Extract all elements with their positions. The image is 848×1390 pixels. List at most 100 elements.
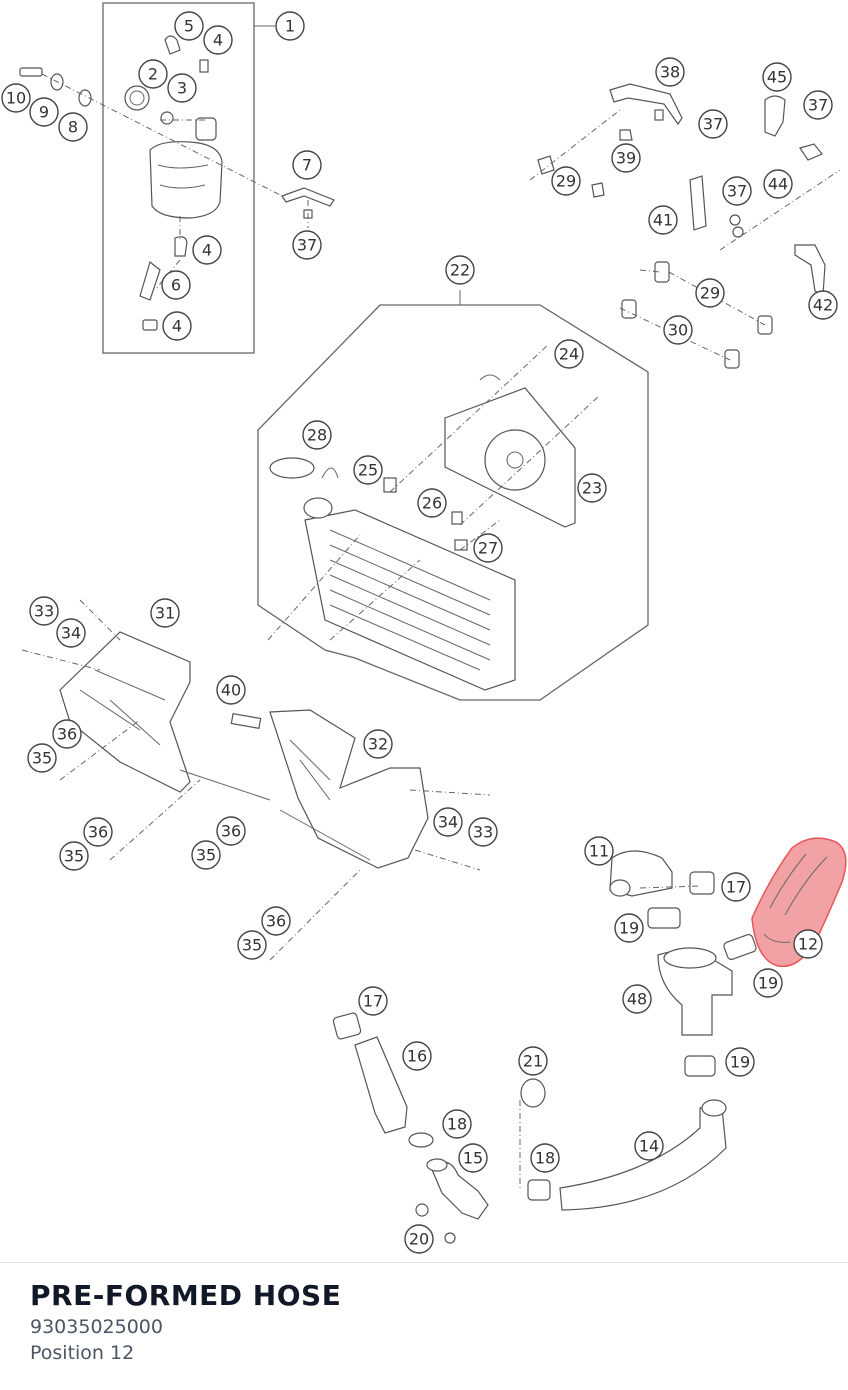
callout[interactable]: 2	[138, 59, 168, 89]
svg-text:34: 34	[61, 624, 81, 643]
callout[interactable]: 19	[753, 968, 783, 998]
callout[interactable]: 33	[29, 596, 59, 626]
callout[interactable]: 37	[803, 90, 833, 120]
svg-text:35: 35	[64, 847, 84, 866]
callout[interactable]: 32	[363, 729, 393, 759]
svg-text:3: 3	[177, 79, 187, 98]
callout[interactable]: 42	[808, 290, 838, 320]
svg-text:20: 20	[409, 1230, 429, 1249]
callout[interactable]: 38	[655, 57, 685, 87]
part-number: 93035025000	[30, 1316, 163, 1338]
part-name: PRE-FORMED HOSE	[30, 1279, 342, 1312]
callout[interactable]: 19	[725, 1047, 755, 1077]
svg-text:37: 37	[297, 236, 317, 255]
svg-text:31: 31	[155, 604, 175, 623]
callout[interactable]: 4	[192, 235, 222, 265]
part-position: Position 12	[30, 1342, 135, 1364]
callout[interactable]: 37	[292, 230, 322, 260]
callout[interactable]: 39	[611, 143, 641, 173]
callout[interactable]: 30	[663, 315, 693, 345]
svg-text:4: 4	[202, 241, 212, 260]
callout[interactable]: 36	[261, 906, 291, 936]
callout[interactable]: 23	[577, 473, 607, 503]
callout-labels: 1 2 3 4 4 4 5 6 7 8 9 10 37 38 45 37 37 …	[1, 11, 838, 1254]
radiator-group	[257, 290, 649, 701]
fasteners-8-9-10	[19, 67, 291, 201]
callout[interactable]: 19	[614, 913, 644, 943]
callout[interactable]: 40	[216, 675, 246, 705]
svg-text:12: 12	[798, 935, 818, 954]
callout[interactable]: 36	[216, 816, 246, 846]
svg-text:1: 1	[285, 17, 295, 36]
svg-text:36: 36	[88, 823, 108, 842]
callout[interactable]: 17	[358, 986, 388, 1016]
svg-text:2: 2	[148, 65, 158, 84]
callout[interactable]: 35	[191, 840, 221, 870]
callout[interactable]: 35	[59, 841, 89, 871]
pre-formed-hose-12[interactable]	[751, 837, 847, 968]
shroud-32	[230, 709, 491, 961]
svg-text:35: 35	[196, 846, 216, 865]
callout[interactable]: 35	[27, 743, 57, 773]
callout[interactable]: 15	[458, 1143, 488, 1173]
callout[interactable]: 16	[402, 1041, 432, 1071]
callout[interactable]: 29	[695, 278, 725, 308]
callout[interactable]: 37	[698, 109, 728, 139]
callout[interactable]: 41	[648, 205, 678, 235]
callout[interactable]: 22	[445, 255, 475, 285]
svg-text:42: 42	[813, 296, 833, 315]
svg-text:33: 33	[34, 602, 54, 621]
callout[interactable]: 34	[56, 618, 86, 648]
callout[interactable]: 27	[473, 533, 503, 563]
callout[interactable]: 44	[763, 169, 793, 199]
svg-text:5: 5	[184, 17, 194, 36]
svg-text:38: 38	[660, 63, 680, 82]
bracket-assembly	[529, 83, 841, 369]
svg-text:6: 6	[171, 276, 181, 295]
callout[interactable]: 24	[554, 339, 584, 369]
svg-text:17: 17	[726, 878, 746, 897]
callout[interactable]: 26	[417, 488, 447, 518]
callout[interactable]: 10	[1, 83, 31, 113]
callout[interactable]: 35	[237, 930, 267, 960]
hose-16	[332, 1012, 408, 1134]
svg-text:37: 37	[703, 115, 723, 134]
callout[interactable]: 18	[442, 1109, 472, 1139]
callout[interactable]: 48	[622, 984, 652, 1014]
callout[interactable]: 7	[292, 150, 322, 180]
callout[interactable]: 34	[433, 807, 463, 837]
callout[interactable]: 29	[551, 166, 581, 196]
callout[interactable]: 6	[161, 270, 191, 300]
divider	[0, 1262, 848, 1263]
callout[interactable]: 28	[302, 420, 332, 450]
callout[interactable]: 20	[404, 1224, 434, 1254]
callout[interactable]: 18	[530, 1143, 560, 1173]
callout[interactable]: 21	[518, 1046, 548, 1076]
callout[interactable]: 9	[29, 97, 59, 127]
callout[interactable]: 45	[762, 62, 792, 92]
callout[interactable]: 3	[167, 73, 197, 103]
callout[interactable]: 33	[468, 817, 498, 847]
svg-text:29: 29	[700, 284, 720, 303]
svg-text:34: 34	[438, 813, 458, 832]
callout[interactable]: 36	[83, 817, 113, 847]
callout[interactable]: 36	[52, 719, 82, 749]
svg-text:7: 7	[302, 156, 312, 175]
callout[interactable]: 12	[793, 929, 823, 959]
callout[interactable]: 8	[58, 112, 88, 142]
svg-text:44: 44	[768, 175, 788, 194]
svg-text:19: 19	[730, 1053, 750, 1072]
callout[interactable]: 11	[584, 836, 614, 866]
callout[interactable]: 4	[162, 311, 192, 341]
callout[interactable]: 37	[722, 176, 752, 206]
callout[interactable]: 4	[203, 25, 233, 55]
svg-text:41: 41	[653, 211, 673, 230]
callout[interactable]: 31	[150, 598, 180, 628]
callout[interactable]: 25	[353, 455, 383, 485]
callout[interactable]: 1	[275, 11, 305, 41]
callout[interactable]: 14	[634, 1131, 664, 1161]
shroud-31	[21, 599, 271, 861]
callout[interactable]: 5	[174, 11, 204, 41]
callout[interactable]: 17	[721, 872, 751, 902]
svg-text:35: 35	[242, 936, 262, 955]
